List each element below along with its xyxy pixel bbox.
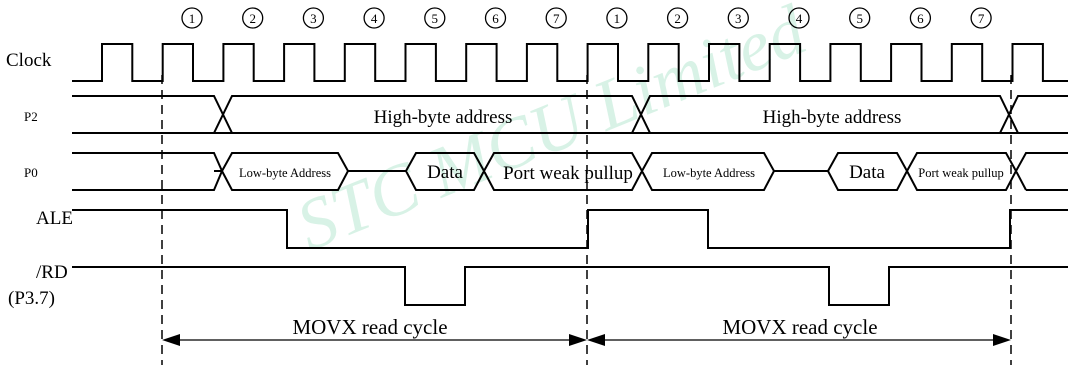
state-circle [242, 7, 264, 29]
rd-waveform [72, 266, 1068, 306]
p0-cycle1-data: Data [427, 162, 463, 183]
state-number: 1 [614, 11, 621, 26]
state-circle [849, 7, 871, 29]
state-number: 6 [492, 11, 499, 26]
state-circle [909, 7, 932, 29]
state-circle [970, 7, 992, 29]
p0-cycle1-pullup: Port weak pullup [503, 163, 633, 184]
state-circle [666, 7, 689, 29]
state-circle [545, 7, 567, 29]
state-number: 5 [856, 11, 863, 26]
state-number: 1 [189, 11, 196, 26]
state-circle [788, 7, 810, 29]
state-number: 3 [735, 11, 742, 26]
rd-label: /RD [36, 262, 68, 283]
state-circle [424, 7, 446, 29]
p0-cycle2-low-address: Low-byte Address [663, 166, 755, 180]
p2-label: P2 [24, 109, 38, 124]
state-number: 4 [371, 11, 378, 26]
state-number: 2 [674, 11, 681, 26]
state-number: 6 [917, 11, 924, 26]
state-number: 5 [432, 11, 439, 26]
p2-bus [72, 95, 1068, 134]
clock-label: Clock [6, 50, 52, 71]
cycle1-label: MOVX read cycle [292, 315, 447, 339]
state-circle [727, 7, 749, 29]
p0-cycle2-data: Data [849, 162, 885, 183]
p0-cycle1-low-address: Low-byte Address [239, 166, 331, 180]
p0-label: P0 [24, 165, 38, 180]
state-number: 2 [249, 11, 256, 26]
state-number-row: 1 2 3 4 5 6 7 1 2 3 4 5 6 7 [181, 7, 992, 29]
cycle1-arrow [162, 334, 587, 346]
rd-sub-label: (P3.7) [8, 288, 55, 309]
state-number: 3 [310, 11, 317, 26]
cycle2-arrow [587, 334, 1011, 346]
state-circle [606, 7, 628, 29]
state-circle [302, 7, 325, 29]
state-circle [363, 7, 385, 29]
state-circle [484, 7, 507, 29]
state-number: 7 [978, 11, 985, 26]
state-circle [181, 7, 203, 29]
p2-cycle2-label: High-byte address [763, 107, 902, 128]
p0-cycle2-pullup: Port weak pullup [918, 166, 1003, 180]
ale-waveform [72, 209, 1068, 249]
state-number: 4 [796, 11, 803, 26]
cycle2-label: MOVX read cycle [722, 315, 877, 339]
clock-waveform [72, 43, 1068, 82]
p2-cycle1-label: High-byte address [374, 107, 513, 128]
ale-label: ALE [36, 208, 73, 229]
p0-bus [72, 152, 1068, 191]
state-number: 7 [553, 11, 560, 26]
